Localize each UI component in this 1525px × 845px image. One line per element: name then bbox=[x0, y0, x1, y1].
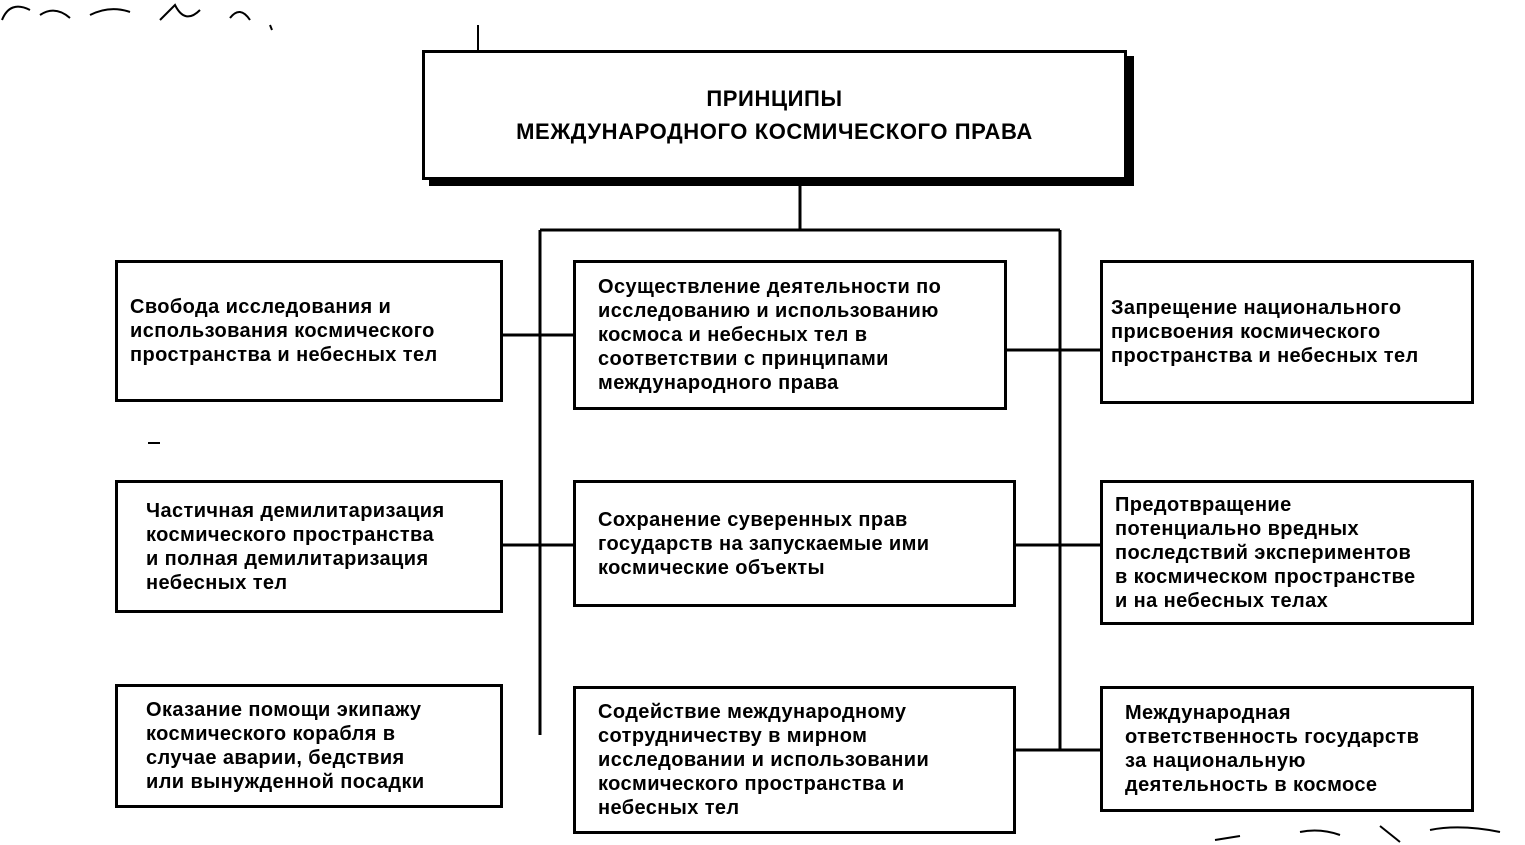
left-box-3: Оказание помощи экипажу космического кор… bbox=[115, 684, 503, 808]
center-box-1: Осуществление деятельности по исследован… bbox=[573, 260, 1007, 410]
right-box-3-text: Международная ответственность государств… bbox=[1125, 702, 1420, 796]
center-box-3: Содействие международному сотрудничеству… bbox=[573, 686, 1016, 834]
left-box-3-text: Оказание помощи экипажу космического кор… bbox=[146, 699, 425, 793]
left-box-2: Частичная демилитаризация космического п… bbox=[115, 480, 503, 613]
diagram-title: ПРИНЦИПЫ МЕЖДУНАРОДНОГО КОСМИЧЕСКОГО ПРА… bbox=[422, 50, 1127, 180]
title-text: ПРИНЦИПЫ МЕЖДУНАРОДНОГО КОСМИЧЕСКОГО ПРА… bbox=[516, 86, 1033, 144]
center-box-2-text: Сохранение суверенных прав государств на… bbox=[598, 508, 930, 579]
right-box-1-text: Запрещение национального присвоения косм… bbox=[1111, 297, 1419, 367]
right-box-2-text: Предотвращение потенциально вредных посл… bbox=[1115, 493, 1416, 612]
right-box-1: Запрещение национального присвоения косм… bbox=[1100, 260, 1474, 404]
center-box-2: Сохранение суверенных прав государств на… bbox=[573, 480, 1016, 607]
center-box-1-text: Осуществление деятельности по исследован… bbox=[598, 276, 942, 394]
left-box-1-text: Свобода исследования и использования кос… bbox=[130, 296, 438, 366]
left-box-1: Свобода исследования и использования кос… bbox=[115, 260, 503, 402]
right-box-2: Предотвращение потенциально вредных посл… bbox=[1100, 480, 1474, 625]
right-box-3: Международная ответственность государств… bbox=[1100, 686, 1474, 812]
pen-scribbles bbox=[1, 3, 1501, 843]
center-box-3-text: Содействие международному сотрудничеству… bbox=[598, 701, 930, 819]
left-box-2-text: Частичная демилитаризация космического п… bbox=[146, 499, 445, 594]
